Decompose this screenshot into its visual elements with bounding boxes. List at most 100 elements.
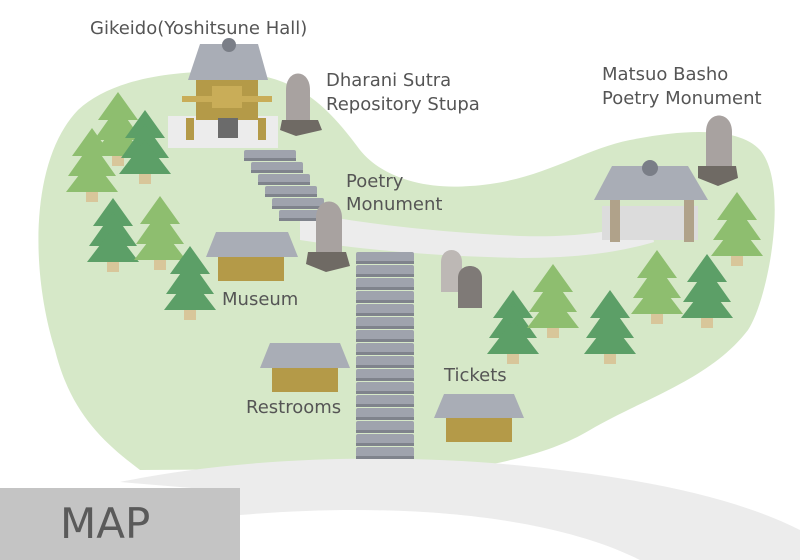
stair-step xyxy=(356,408,414,418)
tree-foliage-bottom xyxy=(631,280,683,314)
restrooms-wall xyxy=(272,366,338,392)
stair-edge xyxy=(279,218,331,221)
stair-edge xyxy=(356,430,414,433)
label-tickets: Tickets xyxy=(443,365,507,386)
tree-foliage-bottom xyxy=(66,158,118,192)
stair-edge xyxy=(244,158,296,161)
tree-foliage-bottom xyxy=(584,320,636,354)
small-stone-1 xyxy=(441,250,462,292)
pavilion-roof xyxy=(594,166,708,200)
map-title: MAP xyxy=(60,499,150,548)
stair-step xyxy=(356,252,414,262)
stair-edge xyxy=(356,261,414,264)
tree-icon xyxy=(527,264,579,338)
stair-edge xyxy=(251,170,303,173)
label-poetry-line1: Poetry xyxy=(346,171,404,192)
stair-step xyxy=(356,356,414,366)
poetry-base xyxy=(306,252,350,272)
upper-stairs-icon xyxy=(244,150,331,221)
museum-building-icon[interactable] xyxy=(206,232,298,281)
stair-edge xyxy=(356,274,414,277)
stair-step xyxy=(356,343,414,353)
lower-stairs-icon xyxy=(356,252,414,459)
hall-pillar-right xyxy=(258,118,266,140)
tree-icon xyxy=(119,110,171,184)
tree-icon xyxy=(487,290,539,364)
pavilion-pillar-right xyxy=(684,196,694,242)
basho-stone xyxy=(706,115,732,170)
stair-edge xyxy=(356,365,414,368)
tree-icon xyxy=(631,250,683,324)
basho-base xyxy=(698,166,738,186)
stair-step xyxy=(272,198,324,207)
stair-edge xyxy=(356,391,414,394)
small-stone-2 xyxy=(458,266,482,308)
stair-step xyxy=(265,186,317,195)
stair-edge xyxy=(356,300,414,303)
stair-step xyxy=(356,278,414,288)
stair-step xyxy=(258,174,310,183)
stupa-stone xyxy=(286,73,310,124)
stupa-base xyxy=(280,120,322,136)
stair-step xyxy=(356,447,414,457)
stair-edge xyxy=(356,352,414,355)
stair-step xyxy=(356,330,414,340)
stair-step xyxy=(356,369,414,379)
stair-step xyxy=(251,162,303,171)
stair-edge xyxy=(356,287,414,290)
basho-pavilion-icon[interactable] xyxy=(594,160,708,242)
hall-roof xyxy=(188,44,268,80)
stair-edge xyxy=(356,313,414,316)
restrooms-roof xyxy=(260,343,350,368)
restrooms-building-icon[interactable] xyxy=(260,343,350,392)
tree-foliage-bottom xyxy=(119,140,171,174)
label-basho-line2: Poetry Monument xyxy=(602,88,762,109)
stair-edge xyxy=(265,194,317,197)
stair-step xyxy=(356,317,414,327)
poetry-monument-icon[interactable] xyxy=(306,201,350,273)
stair-edge xyxy=(258,182,310,185)
hall-veranda xyxy=(182,96,272,102)
label-dharani-line1: Dharani Sutra xyxy=(326,70,451,91)
stair-edge xyxy=(272,206,324,209)
tree-foliage-bottom xyxy=(164,276,216,310)
stair-step xyxy=(356,421,414,431)
stair-edge xyxy=(356,339,414,342)
pavilion-pillar-left xyxy=(610,196,620,242)
stair-edge xyxy=(356,404,414,407)
tree-icon xyxy=(584,290,636,364)
hall-roof-finial xyxy=(222,38,236,52)
dharani-stupa-icon[interactable] xyxy=(280,73,322,137)
stair-step xyxy=(356,395,414,405)
tree-foliage-bottom xyxy=(681,284,733,318)
label-restrooms: Restrooms xyxy=(246,397,341,418)
basho-monument-icon[interactable] xyxy=(698,115,738,187)
stair-step xyxy=(356,291,414,301)
main-road xyxy=(120,458,800,560)
tree-foliage-bottom xyxy=(134,226,186,260)
stair-edge xyxy=(356,456,414,459)
gikeido-hall-icon[interactable] xyxy=(168,38,278,148)
stair-edge xyxy=(356,417,414,420)
label-dharani-line2: Repository Stupa xyxy=(326,94,480,115)
tree-foliage-bottom xyxy=(87,228,139,262)
tree-foliage-bottom xyxy=(711,222,763,256)
stair-edge xyxy=(356,378,414,381)
tree-foliage-bottom xyxy=(487,320,539,354)
stair-edge xyxy=(356,326,414,329)
stair-edge xyxy=(356,443,414,446)
map-title-box xyxy=(0,488,240,560)
tickets-building-icon[interactable] xyxy=(434,394,524,442)
label-gikeido: Gikeido(Yoshitsune Hall) xyxy=(90,18,307,39)
hall-door xyxy=(218,118,238,138)
pavilion-roof-finial xyxy=(642,160,658,176)
tree-icon xyxy=(681,254,733,328)
hall-pillar-left xyxy=(186,118,194,140)
stair-step xyxy=(356,265,414,275)
tickets-wall xyxy=(446,416,512,442)
tickets-roof xyxy=(434,394,524,418)
stair-step xyxy=(244,150,296,159)
stair-step xyxy=(356,434,414,444)
tree-foliage-bottom xyxy=(527,294,579,328)
